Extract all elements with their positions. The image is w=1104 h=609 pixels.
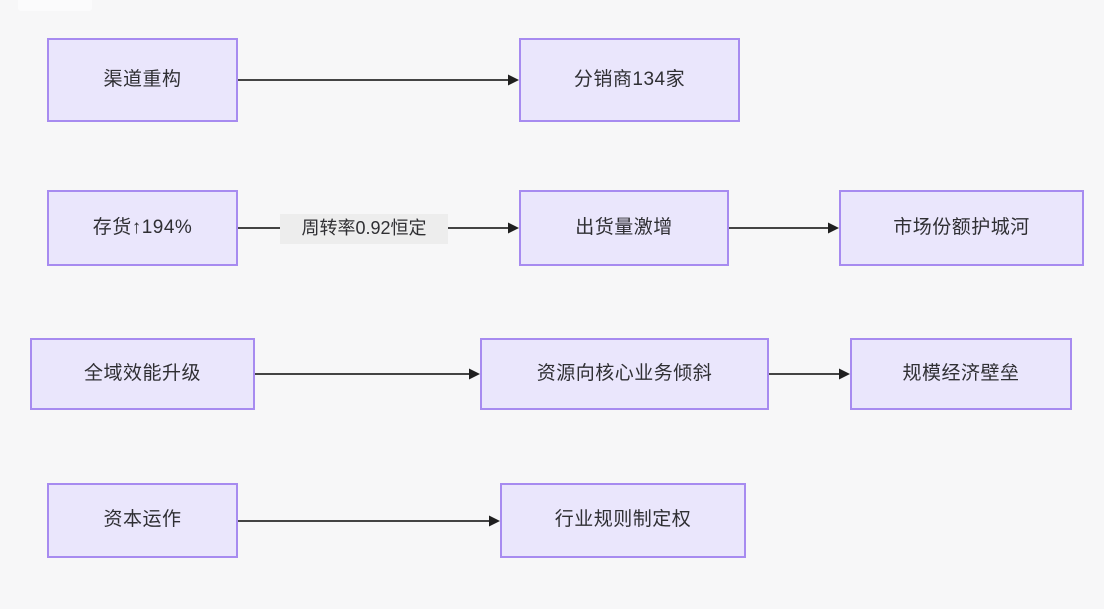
edge-label-e2: 周转率0.92恒定 bbox=[280, 214, 448, 244]
flow-node-n4[interactable]: 出货量激增 bbox=[519, 190, 729, 266]
edge-arrowhead-icon bbox=[508, 222, 519, 234]
flow-node-label: 市场份额护城河 bbox=[893, 216, 1030, 238]
flow-node-label: 规模经济壁垒 bbox=[902, 362, 1020, 384]
flow-node-n3[interactable]: 存货↑194% bbox=[47, 190, 238, 266]
flow-node-n10[interactable]: 行业规则制定权 bbox=[500, 483, 746, 558]
flow-node-n9[interactable]: 资本运作 bbox=[47, 483, 238, 558]
edge-arrowhead-icon bbox=[828, 222, 839, 234]
flow-node-label: 行业规则制定权 bbox=[554, 509, 692, 531]
flow-node-n8[interactable]: 规模经济壁垒 bbox=[850, 338, 1072, 410]
flow-edge-e6 bbox=[238, 515, 500, 527]
flow-edge-e4 bbox=[255, 368, 480, 380]
flow-node-label: 全域效能升级 bbox=[83, 362, 201, 384]
flow-node-n1[interactable]: 渠道重构 bbox=[47, 38, 238, 122]
flow-node-label: 资本运作 bbox=[103, 509, 182, 531]
edge-arrowhead-icon bbox=[508, 74, 519, 86]
flow-edge-e3 bbox=[729, 222, 839, 234]
flow-node-label: 资源向核心业务倾斜 bbox=[536, 362, 713, 384]
flow-node-label: 出货量激增 bbox=[575, 216, 673, 238]
flow-edge-e5 bbox=[769, 368, 850, 380]
flow-node-label: 渠道重构 bbox=[103, 68, 182, 90]
edge-arrowhead-icon bbox=[469, 368, 480, 380]
flow-node-n6[interactable]: 全域效能升级 bbox=[30, 338, 255, 410]
canvas-top-left-artifact bbox=[18, 0, 92, 11]
flow-edge-e1 bbox=[238, 74, 519, 86]
flow-node-n5[interactable]: 市场份额护城河 bbox=[839, 190, 1084, 266]
flow-node-n7[interactable]: 资源向核心业务倾斜 bbox=[480, 338, 769, 410]
edge-arrowhead-icon bbox=[489, 515, 500, 527]
flow-node-n2[interactable]: 分销商134家 bbox=[519, 38, 740, 122]
flow-node-label: 分销商134家 bbox=[573, 68, 686, 90]
edge-arrowhead-icon bbox=[839, 368, 850, 380]
flow-node-label: 存货↑194% bbox=[92, 216, 193, 238]
